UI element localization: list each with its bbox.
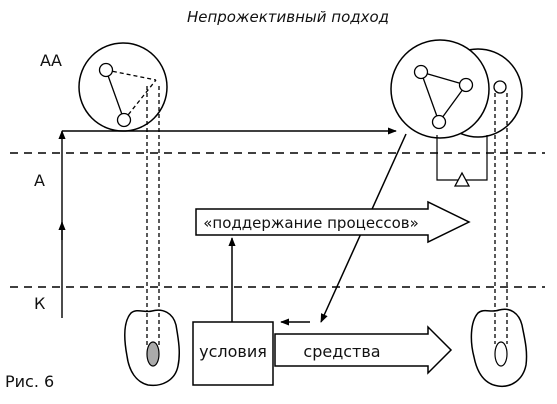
right-back-node: [493, 80, 507, 94]
level-label-aa: АА: [40, 51, 62, 70]
right-bottom-seed: [494, 341, 508, 367]
left-node-top: [98, 62, 114, 78]
right-front-circle: [390, 39, 490, 139]
right-node-top: [413, 64, 429, 80]
left-node-bottom: [116, 112, 132, 128]
maintenance-label: «поддержание процессов»: [203, 214, 419, 232]
right-node-bottom: [431, 114, 447, 130]
diagram-title: Непрожективный подход: [187, 8, 389, 26]
left-bottom-seed: [146, 341, 160, 367]
level-label-a: А: [34, 171, 45, 190]
delta-triangle: [453, 171, 471, 187]
level-label-k: К: [34, 294, 46, 313]
maintenance-block-arrow: [195, 200, 471, 244]
conditions-box: [192, 321, 274, 386]
right-node-right: [458, 77, 474, 93]
means-label: средства: [303, 342, 380, 361]
conditions-label: условия: [199, 342, 267, 361]
means-block-arrow: [274, 325, 453, 375]
figure-caption: Рис. 6: [5, 372, 54, 391]
